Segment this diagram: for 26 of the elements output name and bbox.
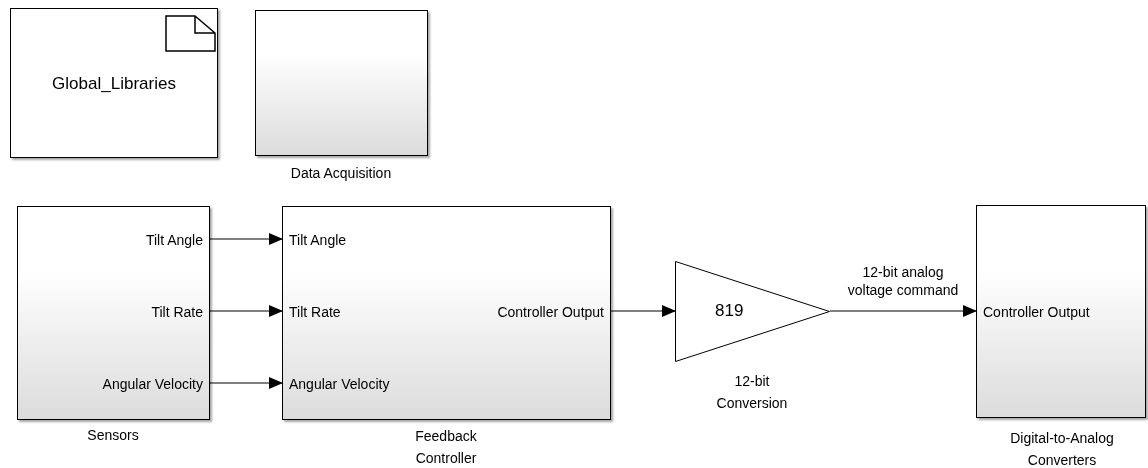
output-port-label: Controller Output [497, 303, 604, 322]
arrow [209, 233, 283, 245]
output-port-label: Tilt Angle [145, 231, 203, 250]
input-port-label: Tilt Angle [289, 231, 347, 250]
block-name: Data Acquisition [289, 164, 393, 183]
subsystem-block [10, 8, 218, 158]
input-port-label: Tilt Rate [289, 303, 341, 322]
subsystem-block [255, 10, 428, 156]
subsystem-block [17, 206, 210, 420]
gain-value: 819 [714, 301, 745, 321]
arrow [829, 305, 977, 317]
output-port-label: Tilt Rate [151, 303, 203, 322]
input-port-label: Controller Output [983, 303, 1090, 322]
block-label: Global_Libraries [51, 74, 177, 94]
block-name: Digital-to-Analog Converters [1009, 429, 1115, 468]
subsystem-block [282, 206, 611, 420]
arrow [209, 305, 283, 317]
output-port-label: Angular Velocity [102, 375, 203, 394]
input-port-label: Angular Velocity [289, 375, 390, 394]
block-name: Feedback Controller [414, 427, 478, 468]
arrow [209, 377, 283, 389]
gain-triangle [675, 261, 830, 362]
subsystem-block [976, 205, 1146, 418]
arrow [610, 305, 676, 317]
block-name: 12-bit Conversion [715, 372, 789, 413]
block-name: Sensors [86, 426, 140, 445]
